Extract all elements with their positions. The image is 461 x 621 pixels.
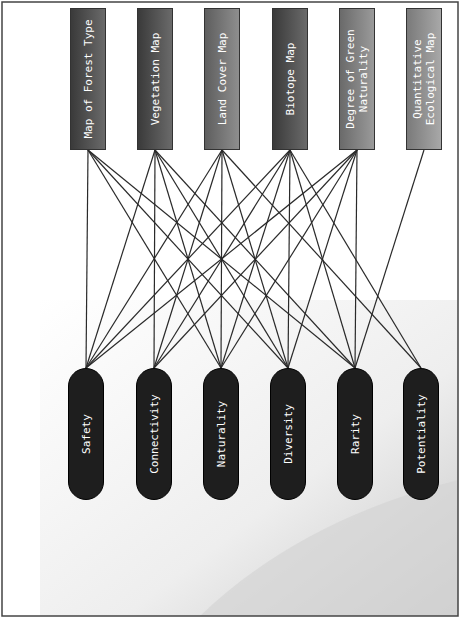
link-line <box>86 150 290 368</box>
criterion-pill: Connectivity <box>136 368 172 500</box>
node-label: Potentiality <box>415 375 428 493</box>
landscape-hill <box>200 480 458 616</box>
node-label: Safety <box>80 375 93 493</box>
link-line <box>86 150 155 368</box>
node-label: Vegetation Map <box>149 15 162 143</box>
node-label: Biotope Map <box>284 15 297 143</box>
map-box: Land Cover Map <box>204 8 240 150</box>
link-line <box>222 150 421 368</box>
map-box: Map of Forest Type <box>70 8 106 150</box>
link-line <box>86 150 88 368</box>
link-line <box>290 150 421 368</box>
node-label: Degree of Green Naturality <box>344 15 370 143</box>
map-box: Vegetation Map <box>137 8 173 150</box>
node-label: Connectivity <box>148 375 161 493</box>
link-line <box>221 150 357 368</box>
map-box: Quantitative Ecological Map <box>406 8 442 150</box>
map-box: Degree of Green Naturality <box>339 8 375 150</box>
link-line <box>154 150 357 368</box>
criterion-pill: Potentiality <box>403 368 439 500</box>
node-label: Naturality <box>215 375 228 493</box>
link-line <box>86 150 222 368</box>
link-line <box>86 150 357 368</box>
node-label: Quantitative Ecological Map <box>411 15 437 143</box>
map-box: Biotope Map <box>272 8 308 150</box>
node-label: Diversity <box>282 375 295 493</box>
link-line <box>288 150 357 368</box>
landscape-photo <box>40 300 458 616</box>
node-label: Land Cover Map <box>216 15 229 143</box>
criterion-pill: Diversity <box>270 368 306 500</box>
criterion-pill: Naturality <box>203 368 239 500</box>
criterion-pill: Safety <box>68 368 104 500</box>
node-label: Rarity <box>349 375 362 493</box>
node-label: Map of Forest Type <box>82 15 95 143</box>
link-line <box>355 150 357 368</box>
criterion-pill: Rarity <box>337 368 373 500</box>
link-line <box>355 150 424 368</box>
frame <box>2 2 458 616</box>
